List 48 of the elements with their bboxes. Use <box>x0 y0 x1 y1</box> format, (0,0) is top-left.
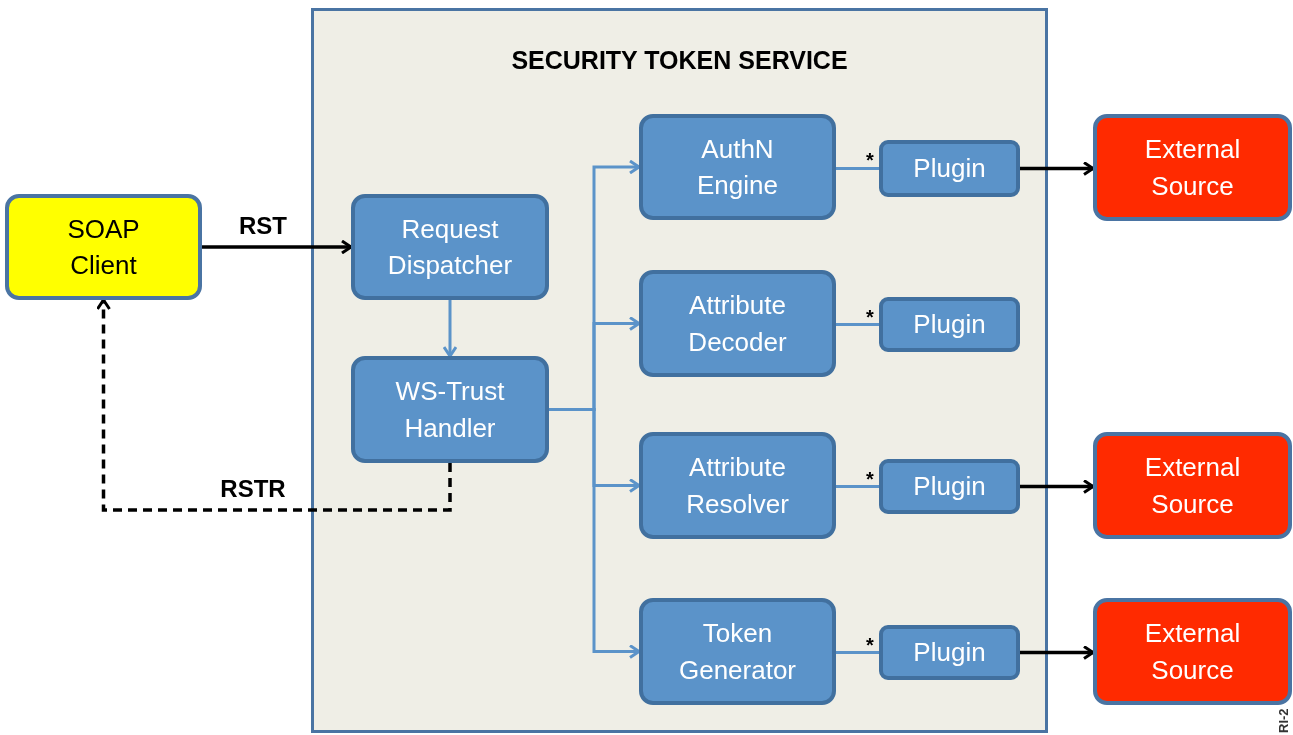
edge-label: RSTR <box>220 477 286 501</box>
dashed-arrow <box>96 298 452 512</box>
multiplicity-mark: * <box>866 150 874 170</box>
external-box <box>1093 598 1292 705</box>
box-label: Attribute Resolver <box>685 451 790 521</box>
container-title: SECURITY TOKEN SERVICE <box>511 45 848 76</box>
arrow <box>1020 161 1095 176</box>
box-label: Plugin <box>912 152 987 186</box>
arrow <box>549 408 641 659</box>
external-box <box>1093 114 1292 221</box>
box-label: External Source <box>1143 617 1242 687</box>
multiplicity-mark: * <box>866 469 874 489</box>
plugin-box <box>879 459 1020 514</box>
plugin-box <box>879 140 1020 197</box>
service-container <box>311 8 1048 733</box>
box-label: SOAP Client <box>66 212 141 282</box>
box-label: Plugin <box>912 470 987 504</box>
box-label: Token Generator <box>677 617 798 687</box>
box-label: WS-Trust Handler <box>394 375 506 445</box>
plugin-box <box>879 297 1020 352</box>
component-box <box>639 270 836 377</box>
external-box <box>1093 432 1292 539</box>
arrow <box>442 300 458 358</box>
arrow <box>1020 479 1095 494</box>
plugin-box <box>879 625 1020 680</box>
arrow <box>202 239 353 255</box>
connector-line <box>836 323 879 326</box>
connector-line <box>836 485 879 488</box>
box-label: Attribute Decoder <box>687 289 788 359</box>
edge-label: RST <box>239 214 287 238</box>
multiplicity-mark: * <box>866 635 874 655</box>
connector-line <box>836 167 879 170</box>
component-box <box>639 598 836 705</box>
component-box <box>351 194 549 300</box>
arrow <box>1020 645 1095 660</box>
component-box <box>639 114 836 220</box>
multiplicity-mark: * <box>866 307 874 327</box>
box-label: Plugin <box>912 308 987 342</box>
connector-line <box>836 651 879 654</box>
component-box <box>351 356 549 463</box>
box-label: External Source <box>1143 451 1242 521</box>
box-label: External Source <box>1143 133 1242 203</box>
component-box <box>639 432 836 539</box>
figure-code: RI-2 <box>1276 706 1291 735</box>
box-label: Request Dispatcher <box>386 212 514 282</box>
box-label: Plugin <box>912 636 987 670</box>
client-box <box>5 194 202 300</box>
box-label: AuthN Engine <box>696 132 779 202</box>
